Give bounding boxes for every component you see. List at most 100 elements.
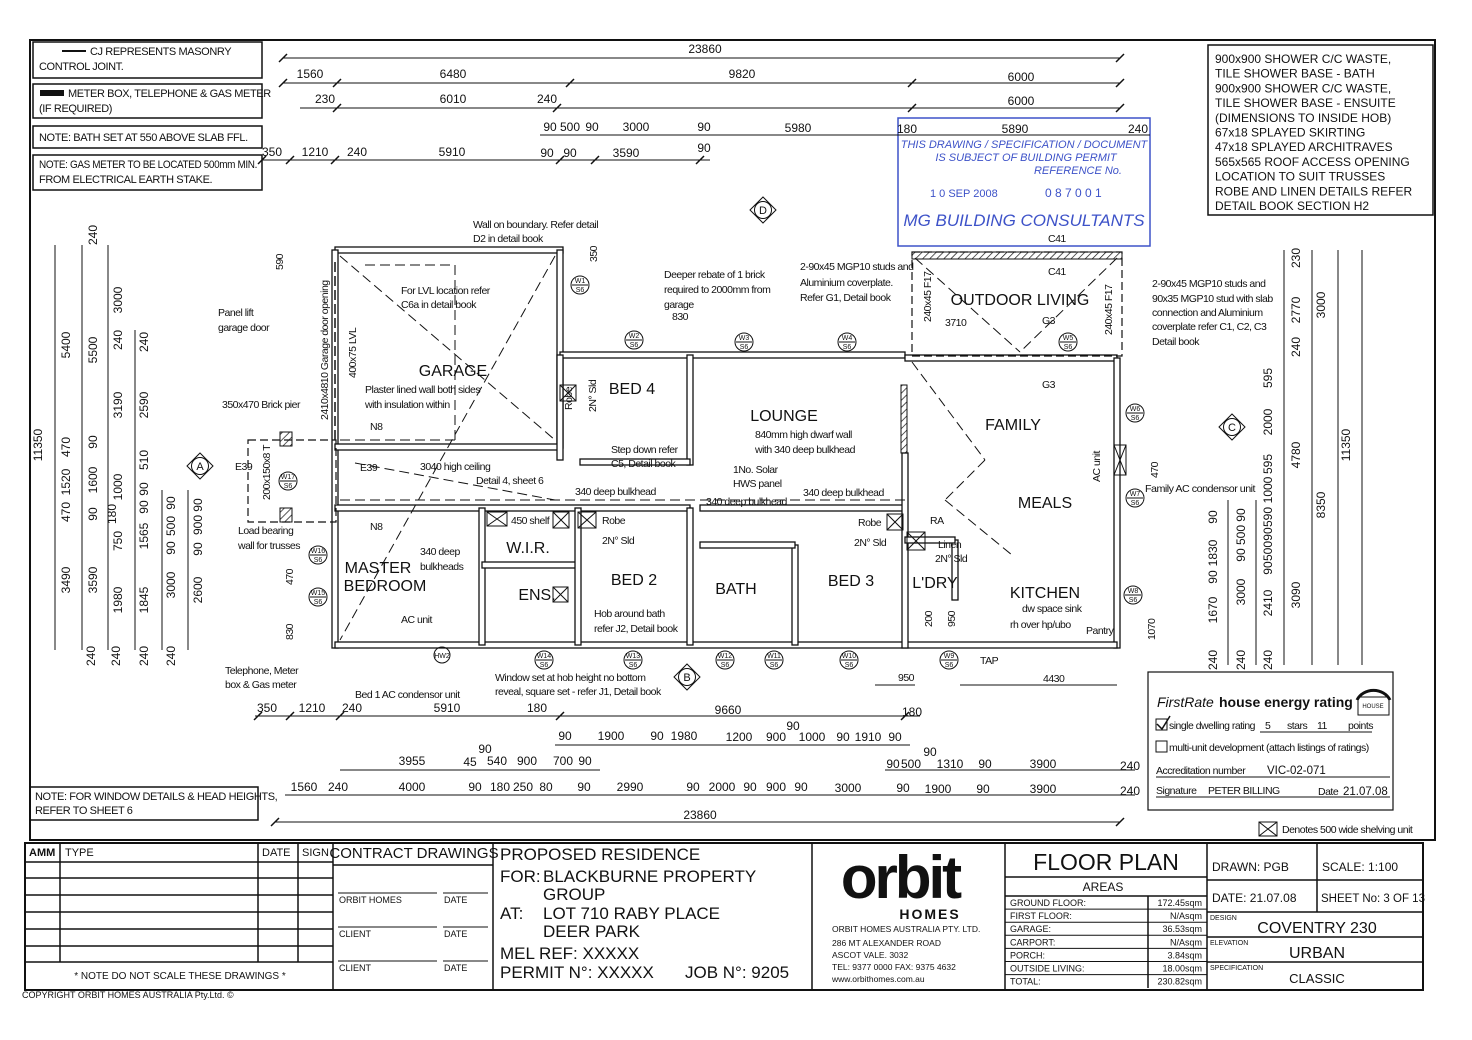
note-windows-1: NOTE: FOR WINDOW DETAILS & HEAD HEIGHTS, bbox=[35, 791, 278, 803]
annotation: 3710 bbox=[945, 317, 967, 329]
shelving-unit bbox=[486, 511, 508, 527]
dimension-left: 240 bbox=[137, 332, 151, 352]
spec-note-line: 565x565 ROOF ACCESS OPENING bbox=[1215, 155, 1410, 169]
note-cj-2: CONTROL JOINT. bbox=[39, 61, 124, 73]
signature-label: Signature bbox=[1156, 785, 1197, 797]
dimension-tick bbox=[285, 155, 295, 165]
window-tag-id: W13 bbox=[626, 653, 641, 660]
dimension-right: 590 bbox=[1261, 507, 1275, 527]
dimension-bottom: 3955 bbox=[399, 754, 426, 768]
dimension-top: 180 bbox=[897, 122, 917, 136]
dimension-top: 3590 bbox=[613, 146, 640, 160]
window-tag-sheet: S6 bbox=[629, 662, 638, 669]
annotation: 950 bbox=[898, 672, 915, 684]
dimension-left: 5500 bbox=[86, 336, 100, 363]
dimension-bottom: 1560 bbox=[291, 780, 318, 794]
dimension-tick bbox=[335, 711, 345, 721]
dimension-right: 240 bbox=[1234, 650, 1248, 670]
annotation: bulkheads bbox=[420, 561, 464, 573]
annotation: 2N° Sld bbox=[602, 535, 635, 547]
shelving-cross-icon bbox=[552, 586, 569, 603]
multi-unit-checkbox[interactable] bbox=[1155, 740, 1168, 753]
dimension-right: 90 bbox=[1261, 527, 1275, 541]
shelving-legend-text: Denotes 500 wide shelving unit bbox=[1282, 824, 1413, 836]
annotation: refer J2, Detail book bbox=[594, 623, 679, 635]
room-ens: ENS. bbox=[518, 587, 555, 604]
no-scale-note: * NOTE DO NOT SCALE THESE DRAWINGS * bbox=[74, 971, 286, 982]
dimension-top: 90 bbox=[585, 120, 599, 134]
dimension-right: 3000 bbox=[1314, 291, 1328, 318]
window-tag-circle bbox=[308, 587, 328, 607]
date: DATE: 21.07.08 bbox=[1212, 891, 1297, 905]
dimension-right: 1000 bbox=[1261, 476, 1275, 503]
dimension-left: 3190 bbox=[111, 391, 125, 418]
sign-client-1: CLIENT bbox=[339, 929, 372, 939]
section-marker: A bbox=[186, 452, 214, 480]
annotation: Robe bbox=[563, 386, 575, 410]
window-tag-sheet: S6 bbox=[843, 344, 852, 351]
annotation: 340 deep bulkhead bbox=[706, 496, 787, 508]
outdoor-living-beam bbox=[911, 251, 1123, 260]
section-marker-circle bbox=[678, 668, 696, 686]
dimension-tick bbox=[555, 155, 565, 165]
annotation: 350 bbox=[588, 245, 600, 262]
dimension-bottom: 240 bbox=[342, 701, 362, 715]
dimension-right: 90 bbox=[1206, 570, 1220, 584]
dimension-bottom: 500 bbox=[901, 757, 921, 771]
window-tag-circle bbox=[764, 650, 784, 670]
annotation: D2 in detail book bbox=[473, 233, 544, 245]
annotation: 1070 bbox=[1146, 618, 1158, 640]
dimension-left: 2600 bbox=[191, 576, 205, 603]
outdoor-living-outline bbox=[911, 251, 1123, 357]
dimension-tick bbox=[278, 78, 288, 88]
annotation: coverplate refer C1, C2, C3 bbox=[1152, 321, 1267, 333]
wall bbox=[334, 504, 691, 512]
shelving-unit bbox=[552, 511, 570, 529]
annotation: HWS panel bbox=[733, 478, 782, 490]
dimension-top: 6000 bbox=[1008, 94, 1035, 108]
room-bed3: BED 3 bbox=[828, 573, 874, 590]
title-block-text: AMM TYPE DATE SIGN * NOTE DO NOT SCALE T… bbox=[22, 844, 1425, 1000]
dimension-left: 750 bbox=[111, 531, 125, 551]
window-tag-sheet: S6 bbox=[740, 344, 749, 351]
note-windows: NOTE: FOR WINDOW DETAILS & HEAD HEIGHTS,… bbox=[29, 786, 278, 821]
section-marker-letter: A bbox=[196, 461, 204, 473]
dimension-bottom: 1910 bbox=[855, 730, 882, 744]
notes-left: CJ REPRESENTS MASONRY CONTROL JOINT. MET… bbox=[32, 41, 272, 191]
annotation: Pantry bbox=[1086, 625, 1115, 637]
shelving-cross-icon bbox=[552, 511, 570, 529]
address-2: ASCOT VALE. 3032 bbox=[832, 950, 908, 960]
window-tag-id: W9 bbox=[944, 653, 955, 660]
spec-note-line: 900x900 SHOWER C/C WASTE, bbox=[1215, 81, 1391, 95]
annotation: 2N° Sld bbox=[854, 537, 887, 549]
sign-client-2-date: DATE bbox=[444, 963, 467, 973]
phone-fax: TEL: 9377 0000 FAX: 9375 4632 bbox=[832, 962, 956, 972]
window-tag-sheet: S6 bbox=[1131, 415, 1140, 422]
annotation: 950 bbox=[946, 610, 958, 627]
spec-note-line: TILE SHOWER BASE - ENSUITE bbox=[1215, 96, 1396, 110]
area-label: GARAGE: bbox=[1010, 924, 1051, 934]
dimension-bottom: 2000 bbox=[709, 780, 736, 794]
dimension-left: 240 bbox=[111, 330, 125, 350]
window-tag-circle bbox=[837, 332, 857, 352]
dimension-left: 1980 bbox=[111, 586, 125, 613]
dimension-top: 5890 bbox=[1002, 122, 1029, 136]
annotation: required to 2000mm from bbox=[664, 284, 771, 296]
section-marker-diamond bbox=[186, 452, 214, 480]
window-tag-sheet: S6 bbox=[1131, 500, 1140, 507]
window-tag-circle bbox=[1125, 488, 1145, 508]
single-dwelling-checkbox[interactable] bbox=[1155, 718, 1168, 731]
dimension-bottom: 90 bbox=[468, 780, 482, 794]
annotation: 840mm high dwarf wall bbox=[755, 429, 852, 441]
dimension-tick bbox=[253, 711, 263, 721]
section-marker-diamond bbox=[1218, 413, 1246, 441]
website: www.orbithomes.com.au bbox=[831, 974, 925, 984]
dimension-tick bbox=[332, 78, 342, 88]
dimension-top: 90 bbox=[543, 120, 557, 134]
annotation: 2N° Sld bbox=[587, 379, 599, 412]
annotation: wall for trusses bbox=[237, 540, 300, 552]
energy-rating-box: FirstRate house energy rating HOUSE sing… bbox=[1147, 671, 1394, 811]
accreditation-value: VIC-02-071 bbox=[1267, 765, 1326, 777]
